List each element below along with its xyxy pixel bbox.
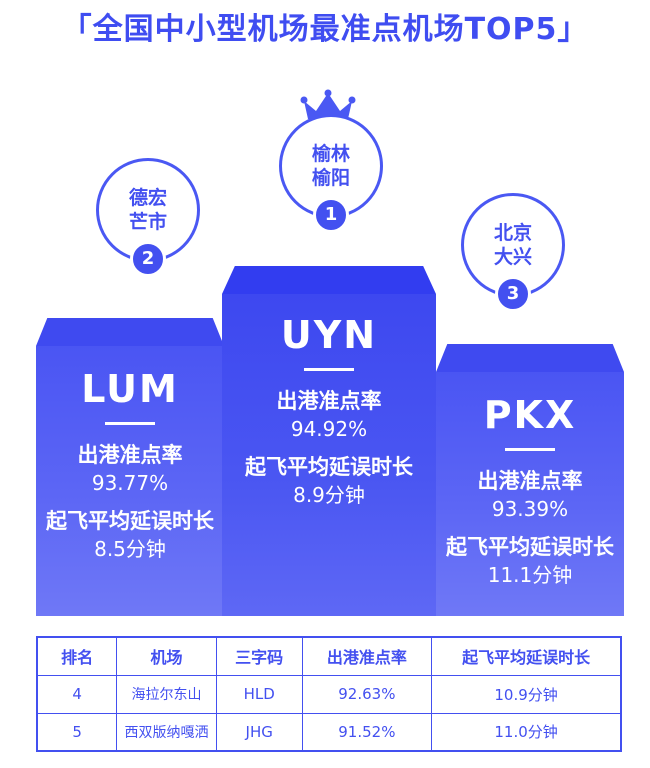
rank-2-city-line1: 德宏 xyxy=(128,187,167,209)
rank-1-number: 1 xyxy=(313,197,349,233)
rank-1-badge: 榆林 榆阳 1 xyxy=(279,114,383,233)
on-time-label: 出港准点率 xyxy=(477,469,583,493)
on-time-value: 93.39% xyxy=(491,497,569,521)
delay-label: 起飞平均延误时长 xyxy=(245,455,413,479)
on-time-label: 出港准点率 xyxy=(77,443,183,467)
rank-3-city-line1: 北京 xyxy=(493,222,532,244)
cell-rank: 4 xyxy=(36,674,118,714)
rank-3-city-line2: 大兴 xyxy=(493,246,532,268)
delay-label: 起飞平均延误时长 xyxy=(446,535,614,559)
airport-code: UYN xyxy=(280,313,378,357)
ranking-table: 排名 机场 三字码 出港准点率 起飞平均延误时长 4 海拉尔东山 HLD 92.… xyxy=(36,636,622,752)
on-time-value: 93.77% xyxy=(91,471,169,495)
divider xyxy=(105,422,155,425)
podium-rank-1: UYN 出港准点率 94.92% 起飞平均延误时长 8.9分钟 xyxy=(222,266,436,616)
podium-rank-3: PKX 出港准点率 93.39% 起飞平均延误时长 11.1分钟 xyxy=(436,344,624,616)
cell-on-time: 92.63% xyxy=(301,674,433,714)
header-code: 三字码 xyxy=(215,636,303,676)
rank-2-number: 2 xyxy=(130,241,166,277)
podium-top-face xyxy=(222,266,436,294)
on-time-label: 出港准点率 xyxy=(276,389,382,413)
table-header-row: 排名 机场 三字码 出港准点率 起飞平均延误时长 xyxy=(36,636,622,676)
divider xyxy=(505,448,555,451)
delay-value: 8.9分钟 xyxy=(293,483,365,507)
rank-2-badge: 德宏 芒市 2 xyxy=(96,158,200,277)
delay-label: 起飞平均延误时长 xyxy=(46,509,214,533)
crown-icon xyxy=(300,89,356,119)
podium-rank-2: LUM 出港准点率 93.77% 起飞平均延误时长 8.5分钟 xyxy=(36,318,224,616)
header-airport: 机场 xyxy=(116,636,217,676)
rank-3-badge: 北京 大兴 3 xyxy=(461,193,565,312)
airport-code: LUM xyxy=(81,367,179,411)
cell-rank: 5 xyxy=(36,712,118,752)
header-rank: 排名 xyxy=(36,636,118,676)
page-title: 「全国中小型机场最准点机场TOP5」 xyxy=(61,12,589,47)
rank-2-city-line2: 芒市 xyxy=(128,211,167,233)
table-row: 5 西双版纳嘎洒 JHG 91.52% 11.0分钟 xyxy=(36,712,622,752)
delay-value: 8.5分钟 xyxy=(94,537,166,561)
divider xyxy=(304,368,354,371)
cell-delay: 10.9分钟 xyxy=(431,674,622,714)
on-time-value: 94.92% xyxy=(290,417,368,441)
delay-value: 11.1分钟 xyxy=(487,563,573,587)
rank-1-city-line1: 榆林 xyxy=(311,143,350,165)
header-delay: 起飞平均延误时长 xyxy=(431,636,622,676)
rank-1-city-line2: 榆阳 xyxy=(311,167,350,189)
cell-on-time: 91.52% xyxy=(301,712,433,752)
cell-code: HLD xyxy=(215,674,303,714)
podium-top-face xyxy=(36,318,224,346)
airport-code: PKX xyxy=(483,393,577,437)
table-row: 4 海拉尔东山 HLD 92.63% 10.9分钟 xyxy=(36,674,622,714)
podium-top-face xyxy=(436,344,624,372)
header-on-time: 出港准点率 xyxy=(301,636,433,676)
cell-airport: 海拉尔东山 xyxy=(116,674,217,714)
cell-delay: 11.0分钟 xyxy=(431,712,622,752)
cell-code: JHG xyxy=(215,712,303,752)
rank-3-number: 3 xyxy=(495,276,531,312)
cell-airport: 西双版纳嘎洒 xyxy=(116,712,217,752)
